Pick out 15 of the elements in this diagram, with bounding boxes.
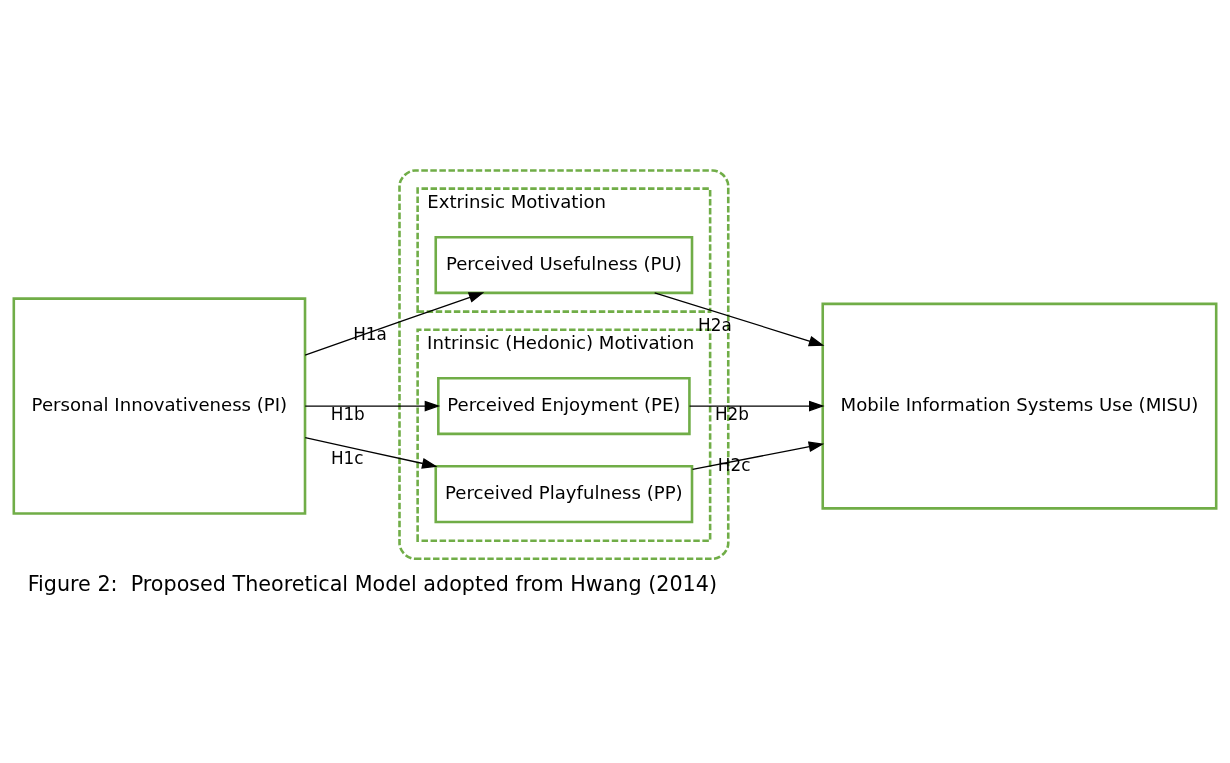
- node-box: Perceived Playfulness (PP): [434, 465, 694, 524]
- node-box: Perceived Usefulness (PU): [434, 235, 694, 295]
- edge-label: H2c: [717, 455, 751, 476]
- arrow: [688, 400, 825, 412]
- arrow: [304, 292, 485, 356]
- arrow: [304, 400, 441, 412]
- edge-label: H1c: [330, 448, 364, 469]
- arrow: [304, 437, 438, 469]
- caption: Figure 2: Proposed Theoretical Model adopted from Hwang (2014): [27, 571, 717, 596]
- edge-label: H1b: [330, 403, 365, 424]
- arrow: [691, 441, 825, 470]
- node-box: Personal Innovativeness (PI): [12, 297, 307, 515]
- node-box: Perceived Enjoyment (PE): [437, 376, 691, 436]
- node-box: Mobile Information Systems Use (MISU): [821, 302, 1218, 510]
- edge-label: H2b: [714, 403, 749, 424]
